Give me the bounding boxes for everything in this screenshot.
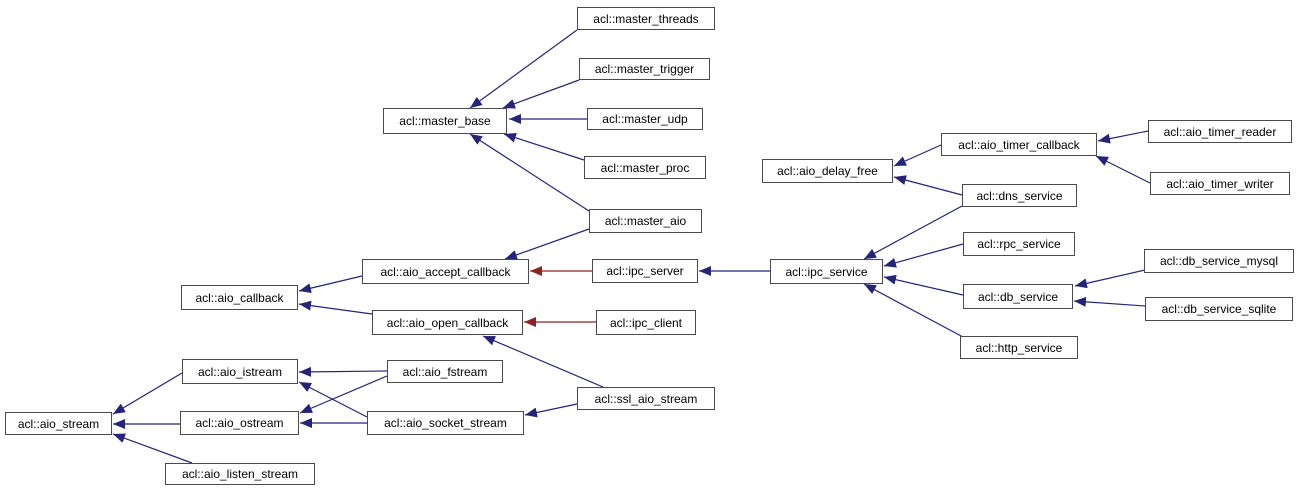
inheritance-edge-aio_fstream-to-aio_ostream bbox=[299, 375, 388, 414]
class-node-db_service[interactable]: acl::db_service bbox=[963, 284, 1073, 309]
inheritance-edge-aio_timer_reader-to-aio_timer_callback bbox=[1097, 130, 1149, 144]
inheritance-edge-aio_open_callback-to-aio_callback bbox=[298, 300, 373, 315]
class-node-aio_ostream[interactable]: acl::aio_ostream bbox=[180, 411, 299, 435]
class-node-dns_service[interactable]: acl::dns_service bbox=[962, 184, 1077, 207]
inheritance-edge-aio_timer_callback-to-aio_delay_free bbox=[893, 144, 942, 167]
inheritance-edge-master_aio-to-aio_accept_callback bbox=[504, 228, 590, 260]
class-node-aio_accept_callback[interactable]: acl::aio_accept_callback bbox=[362, 259, 529, 284]
class-node-aio_fstream[interactable]: acl::aio_fstream bbox=[387, 360, 503, 383]
class-node-aio_timer_reader[interactable]: acl::aio_timer_reader bbox=[1148, 120, 1292, 143]
inheritance-edge-dns_service-to-ipc_service bbox=[863, 205, 963, 260]
inheritance-edge-aio_socket_stream-to-aio_istream bbox=[298, 381, 368, 418]
inheritance-edge-ssl_aio_stream-to-aio_socket_stream bbox=[524, 403, 578, 418]
class-node-master_threads[interactable]: acl::master_threads bbox=[577, 7, 715, 30]
inheritance-edge-aio_fstream-to-aio_istream bbox=[298, 366, 388, 377]
class-node-db_service_sqlite[interactable]: acl::db_service_sqlite bbox=[1145, 297, 1293, 321]
inheritance-edge-aio_listen_stream-to-aio_stream bbox=[112, 433, 193, 464]
class-node-aio_socket_stream[interactable]: acl::aio_socket_stream bbox=[367, 411, 524, 435]
class-node-aio_timer_callback[interactable]: acl::aio_timer_callback bbox=[941, 133, 1097, 156]
inheritance-edge-aio_istream-to-aio_stream bbox=[112, 372, 183, 415]
class-node-db_service_mysql[interactable]: acl::db_service_mysql bbox=[1144, 249, 1294, 273]
inheritance-edge-aio_timer_writer-to-aio_timer_callback bbox=[1095, 155, 1151, 184]
class-node-aio_delay_free[interactable]: acl::aio_delay_free bbox=[762, 159, 893, 183]
class-node-ipc_client[interactable]: acl::ipc_client bbox=[596, 310, 696, 335]
class-node-ssl_aio_stream[interactable]: acl::ssl_aio_stream bbox=[577, 387, 715, 410]
class-node-master_udp[interactable]: acl::master_udp bbox=[587, 108, 703, 130]
class-node-aio_stream[interactable]: acl::aio_stream bbox=[5, 412, 112, 435]
class-node-rpc_service[interactable]: acl::rpc_service bbox=[963, 232, 1075, 256]
class-node-ipc_server[interactable]: acl::ipc_server bbox=[592, 259, 698, 283]
class-node-ipc_service[interactable]: acl::ipc_service bbox=[770, 259, 883, 284]
class-node-http_service[interactable]: acl::http_service bbox=[960, 336, 1078, 359]
inheritance-edge-aio_accept_callback-to-aio_callback bbox=[298, 275, 363, 294]
class-node-aio_open_callback[interactable]: acl::aio_open_callback bbox=[372, 310, 523, 335]
class-node-master_base[interactable]: acl::master_base bbox=[383, 108, 507, 134]
class-node-aio_istream[interactable]: acl::aio_istream bbox=[182, 359, 298, 384]
class-node-aio_timer_writer[interactable]: acl::aio_timer_writer bbox=[1150, 172, 1290, 195]
inheritance-edge-db_service-to-ipc_service bbox=[883, 274, 964, 296]
class-node-master_trigger[interactable]: acl::master_trigger bbox=[579, 58, 710, 80]
class-node-aio_callback[interactable]: acl::aio_callback bbox=[181, 285, 298, 310]
class-node-master_aio[interactable]: acl::master_aio bbox=[589, 209, 702, 233]
class-node-master_proc[interactable]: acl::master_proc bbox=[584, 156, 706, 179]
inheritance-edge-http_service-to-ipc_service bbox=[863, 283, 964, 338]
class-node-aio_listen_stream[interactable]: acl::aio_listen_stream bbox=[165, 463, 315, 485]
inheritance-edge-rpc_service-to-ipc_service bbox=[883, 243, 964, 268]
inheritance-edge-db_service_mysql-to-db_service bbox=[1074, 269, 1146, 289]
inheritance-edge-master_trigger-to-master_base bbox=[502, 79, 580, 109]
inheritance-edge-dns_service-to-aio_delay_free bbox=[893, 175, 963, 196]
inheritance-edge-master_threads-to-master_base bbox=[469, 29, 578, 109]
inheritance-edge-master_aio-to-master_base bbox=[469, 133, 590, 212]
inheritance-edge-master_proc-to-master_base bbox=[503, 132, 585, 161]
inheritance-edge-db_service_sqlite-to-db_service bbox=[1073, 296, 1146, 307]
